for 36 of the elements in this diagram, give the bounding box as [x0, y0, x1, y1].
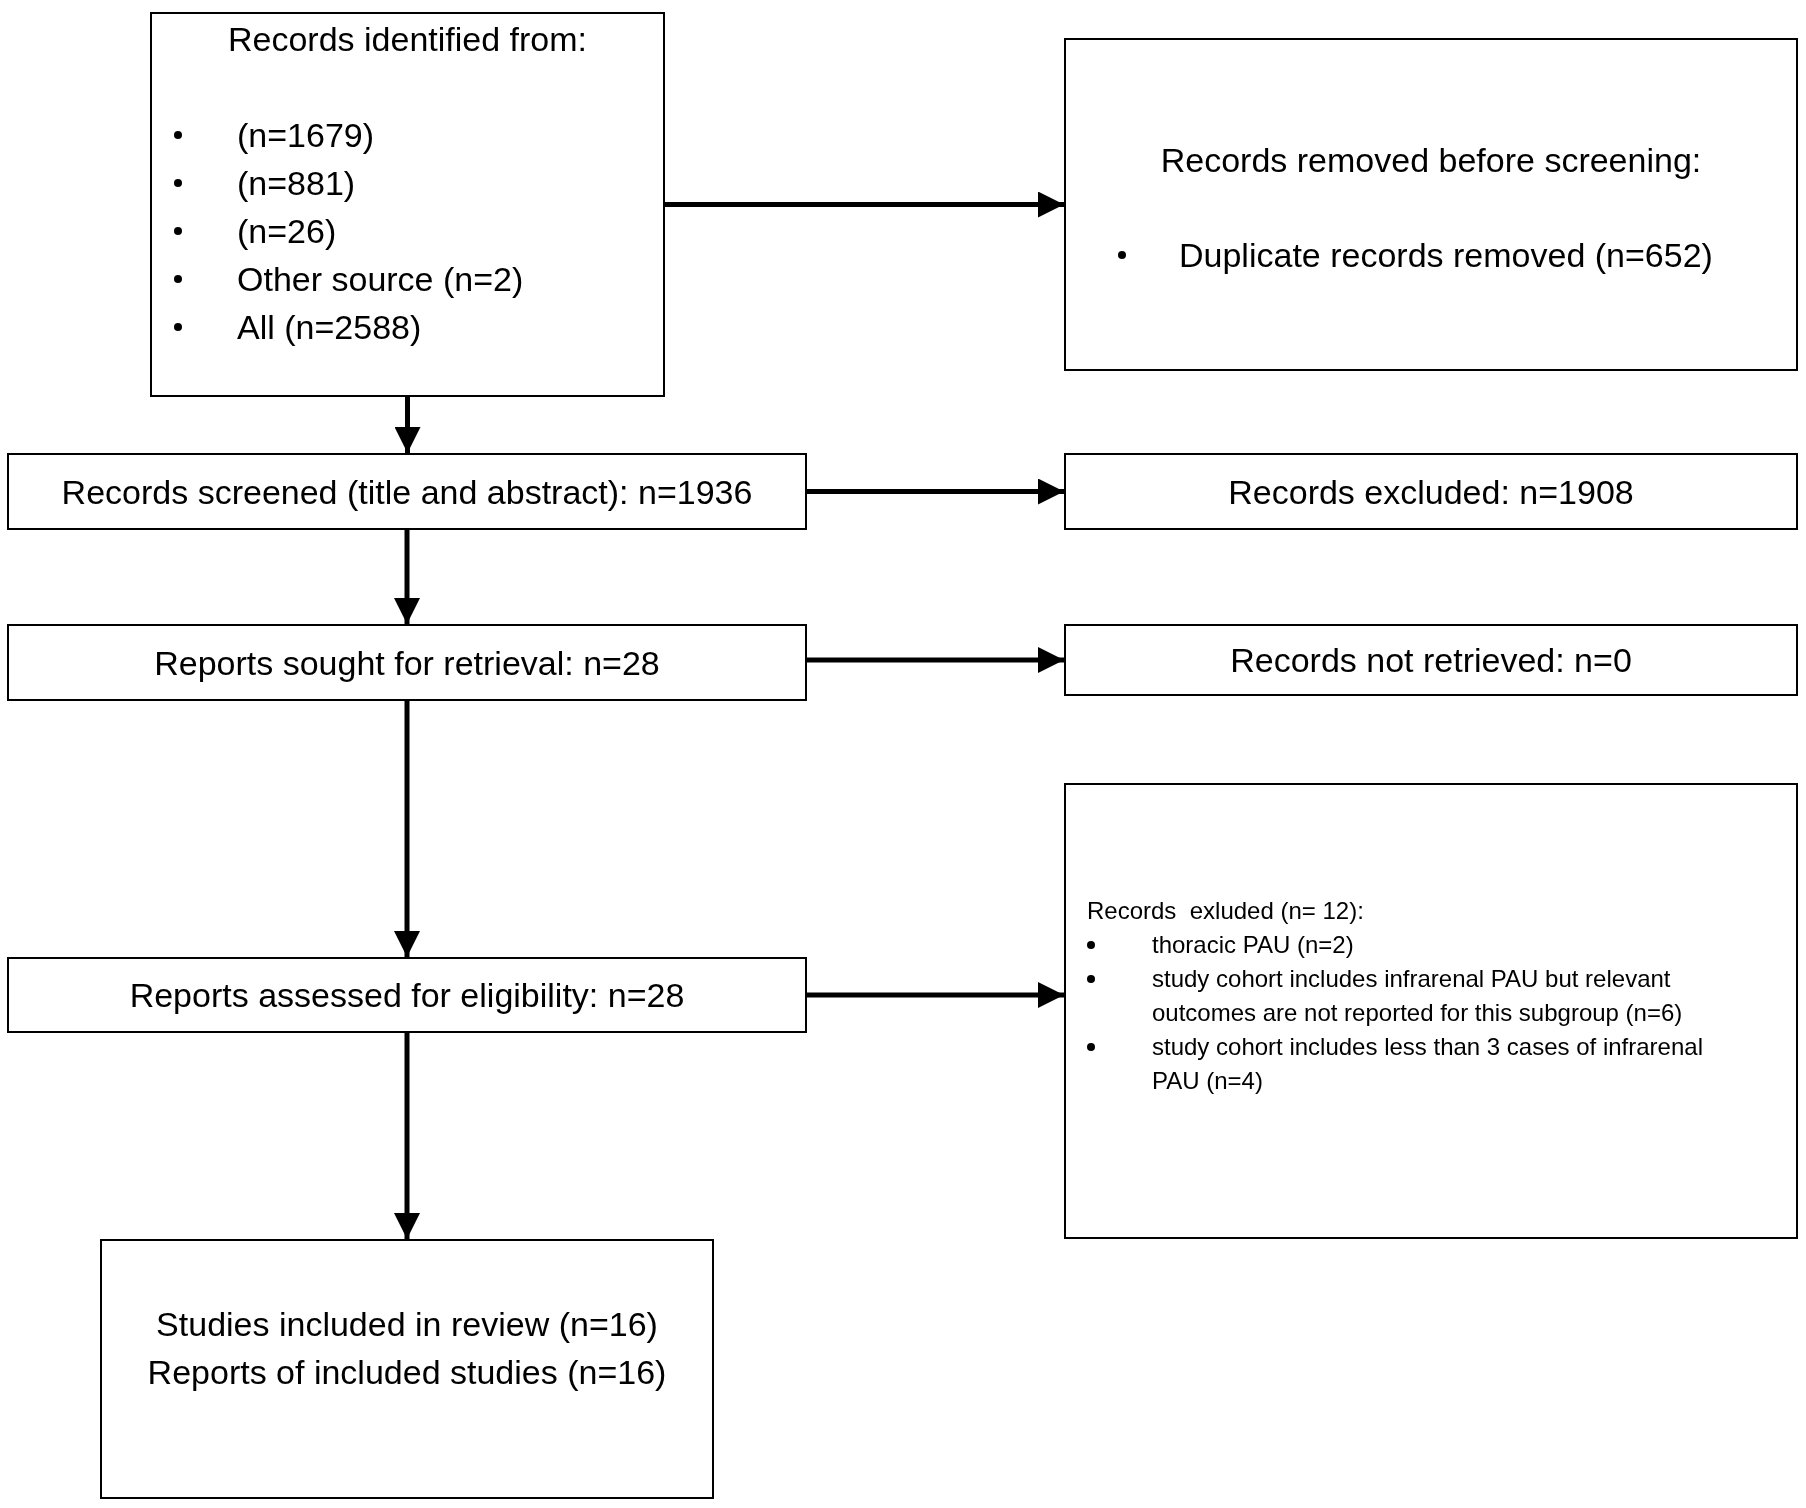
list-item: All (n=2588): [237, 307, 422, 347]
heading: Records identified from:: [226, 19, 588, 57]
list-item: (n=881): [237, 163, 356, 203]
exclusion-box: [1064, 38, 1798, 371]
arrow: [394, 530, 420, 624]
heading: Records exluded (n= 12):: [1086, 896, 1365, 926]
count-text: Reports of included studies (n=16): [147, 1352, 667, 1393]
process-box: [7, 957, 807, 1033]
arrow: [394, 701, 420, 957]
heading: Records removed before screening:: [1159, 140, 1703, 178]
arrow: [807, 982, 1064, 1008]
list-item: Other source (n=2): [237, 259, 524, 299]
arrow: [394, 397, 421, 453]
exclusion-box: [1064, 783, 1798, 1239]
list-item: (n=1679): [237, 115, 375, 155]
list-item: study cohort includes less than 3 cases of infrarenal PAU (n=4): [1152, 1032, 1704, 1096]
step-label: Reports sought for retrieval: n=28: [154, 642, 660, 683]
step-label: Records screened (title and abstract): n=1936: [61, 471, 753, 512]
list-item: Duplicate records removed (n=652): [1179, 235, 1713, 275]
arrow: [807, 478, 1064, 505]
arrow: [394, 1033, 420, 1239]
step-label: Records excluded: n=1908: [1228, 471, 1634, 512]
process-box: [7, 453, 807, 530]
list-item: thoracic PAU (n=2): [1152, 930, 1355, 960]
list-item: study cohort includes infrarenal PAU but relevant outcomes are not reported for this subgroup (n=6): [1152, 964, 1684, 1028]
process-box: [150, 12, 665, 397]
process-box: [7, 624, 807, 701]
step-label: Reports assessed for eligibility: n=28: [129, 975, 685, 1015]
exclusion-box: [1064, 453, 1798, 530]
exclusion-box: [1064, 624, 1798, 696]
count-text: Studies included in review (n=16): [156, 1304, 658, 1345]
list-item: (n=26): [237, 211, 337, 251]
process-box: [100, 1239, 714, 1499]
step-label: Records not retrieved: n=0: [1230, 640, 1632, 680]
arrow: [807, 647, 1064, 673]
arrow: [665, 191, 1064, 218]
